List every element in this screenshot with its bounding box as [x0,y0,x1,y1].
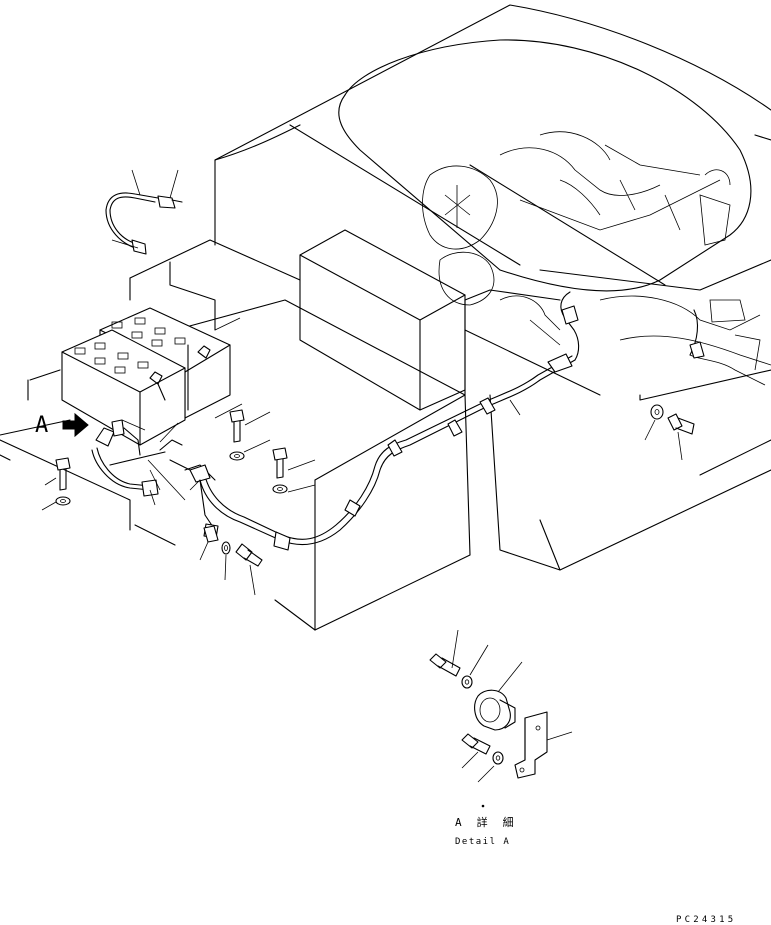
view-direction-marker: A [35,412,89,438]
washer [221,541,231,555]
engine-hood [214,4,771,292]
detail-a [429,629,573,808]
view-direction-arrow-icon [62,412,89,438]
washer [650,404,664,420]
washer [492,751,504,765]
leader-lines [41,169,683,596]
engine-components [422,131,771,386]
battery-pair [61,307,231,446]
battery-box [0,229,466,631]
bolt [55,457,71,491]
ground-cable [91,419,166,497]
detail-caption-en: Detail A [455,837,510,847]
bolt [429,653,461,677]
battery-cable-upper [105,192,183,255]
bolt-washer-set [55,404,695,567]
view-label: A [35,413,48,438]
machine-frame [314,289,771,631]
detail-caption-ja: A 詳 細 [455,815,516,829]
washer [461,675,473,689]
horn-unit [474,689,516,731]
clamp [203,525,219,543]
drawing-code: PC24315 [676,915,736,925]
bolt [667,413,695,435]
wiring-harness [159,291,705,551]
washer [229,451,245,461]
bolt [229,409,245,443]
washer [55,496,71,506]
bolt [235,543,263,567]
bolt [272,447,288,479]
bolt [461,733,491,755]
bracket [514,711,548,779]
washer [272,484,288,494]
